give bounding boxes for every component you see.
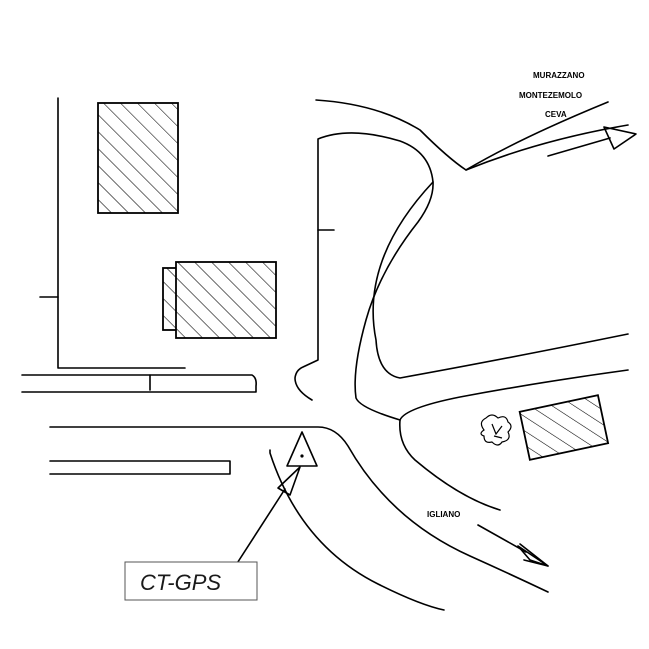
destination-label-2: MONTEZEMOLO (519, 91, 582, 100)
road-west-branch (294, 132, 434, 421)
destination-label-south: IGLIANO (427, 510, 460, 519)
arrow-south-east-icon (477, 524, 549, 567)
road-southeast-edge (399, 369, 629, 421)
road-strip-lower (49, 460, 231, 475)
destination-label-1: MURAZZANO (533, 71, 585, 80)
building-right (518, 394, 610, 461)
building-top-left (97, 102, 179, 214)
building-middle (162, 261, 277, 339)
road-strip-left (21, 374, 257, 393)
station-label: CT-GPS (140, 570, 221, 595)
destination-label-3: CEVA (545, 110, 567, 119)
road-north-upper-edge (315, 99, 609, 171)
main-road-north-edge (49, 426, 549, 593)
road-south-edge (269, 449, 445, 611)
station-marker-icon (286, 431, 318, 467)
station-callout: CT-GPS (124, 561, 258, 601)
callout-leader (233, 466, 301, 569)
left-compound-walls (39, 97, 186, 369)
road-east-inner-edge (465, 124, 629, 171)
road-north-lower-edge (372, 181, 629, 379)
road-southeast-edge-inner (398, 419, 501, 511)
tree-symbol-icon (480, 414, 512, 446)
arrow-north-east-icon (547, 126, 637, 157)
